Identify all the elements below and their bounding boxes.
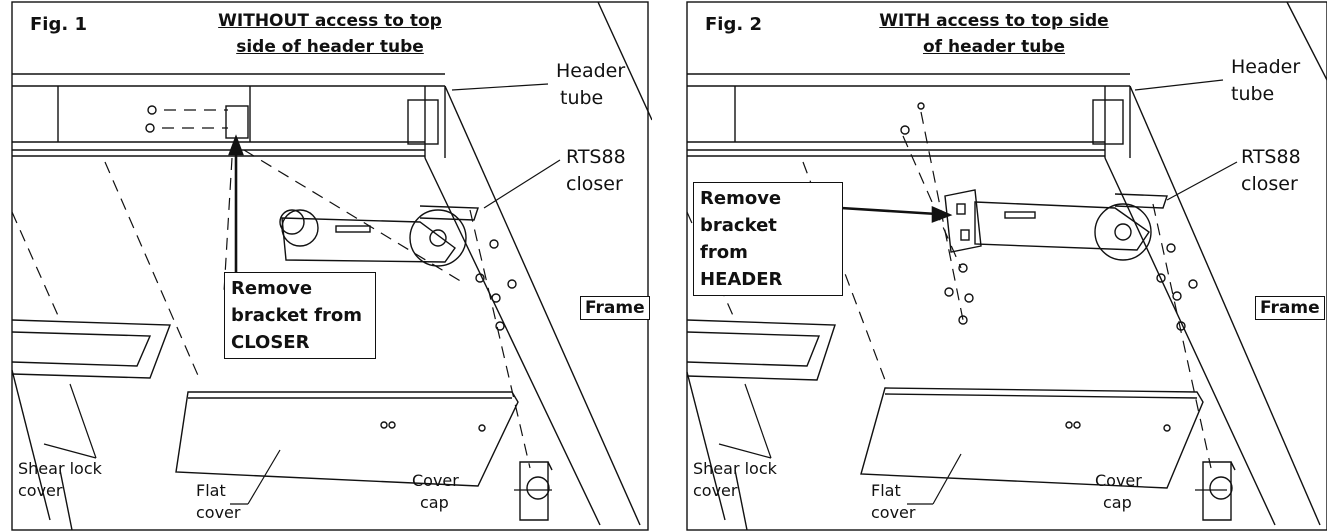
figure-2-title: WITH access to top side of header tube <box>839 8 1149 60</box>
figure-1-cap-line-2: cap <box>420 493 449 512</box>
figure-2-callout-line-1: Remove <box>700 188 782 209</box>
figure-2-closer-line-2: closer <box>1241 173 1298 195</box>
figure-2-shear-line-2: cover <box>693 481 738 500</box>
figure-2-frame-tag: Frame <box>1255 296 1325 320</box>
figure-2-closer-line-1: RTS88 <box>1241 146 1301 168</box>
figure-1-label: Fig. 1 <box>30 14 87 35</box>
figure-1-title-line-2: side of header tube <box>236 37 424 57</box>
figure-2-label: Fig. 2 <box>705 14 762 35</box>
figure-1-shear-line-2: cover <box>18 481 63 500</box>
figure-2-flat-cover-label: Flat cover <box>871 480 915 524</box>
figure-1-closer-line-2: closer <box>566 173 623 195</box>
figure-2-shear-line-1: Shear lock <box>693 459 777 478</box>
figure-2-header-tube-label: Header tube <box>1231 54 1300 108</box>
figure-2-callout: Remove bracket from HEADER <box>693 182 843 296</box>
figure-1-border <box>11 1 649 531</box>
figure-2-flat-line-1: Flat <box>871 481 901 500</box>
figure-1-title-line-1: WITHOUT access to top <box>218 11 442 31</box>
figure-1-closer-line-1: RTS88 <box>566 146 626 168</box>
figure-1-panel: Fig. 1 WITHOUT access to top side of hea… <box>0 0 652 532</box>
figure-2-cap-line-1: Cover <box>1095 471 1142 490</box>
figure-2-callout-line-2: bracket <box>700 215 777 236</box>
figure-2-callout-line-4: HEADER <box>700 269 783 290</box>
figure-2-header-line-2: tube <box>1231 83 1275 105</box>
figure-2-cap-line-2: cap <box>1103 493 1132 512</box>
figure-1-cover-cap-label: Cover cap <box>412 470 459 514</box>
figure-1-frame-tag: Frame <box>580 296 650 320</box>
figure-1-flat-cover-label: Flat cover <box>196 480 240 524</box>
figure-1-header-line-1: Header <box>556 60 626 82</box>
figure-2-flat-line-2: cover <box>871 503 916 522</box>
figure-2-closer-label: RTS88 closer <box>1241 144 1301 198</box>
figure-1-flat-line-1: Flat <box>196 481 226 500</box>
figure-1-callout-line-3: CLOSER <box>231 332 310 353</box>
figure-2-drawing <box>686 1 1327 531</box>
figure-2-panel: Fig. 2 WITH access to top side of header… <box>675 0 1327 532</box>
figure-1-header-line-2: tube <box>560 87 604 109</box>
figure-1-flat-line-2: cover <box>196 503 241 522</box>
figure-1-callout-line-1: Remove <box>231 278 313 299</box>
figure-1-closer-label: RTS88 closer <box>566 144 626 198</box>
figure-2-title-line-2: of header tube <box>922 37 1066 57</box>
figure-1-callout: Remove bracket from CLOSER <box>224 272 376 359</box>
figure-1-title: WITHOUT access to top side of header tub… <box>180 8 480 60</box>
figure-2-callout-line-3: from <box>700 242 748 263</box>
figure-1-shear-line-1: Shear lock <box>18 459 102 478</box>
figure-2-header-line-1: Header <box>1231 56 1301 78</box>
figure-2-shear-lock-label: Shear lock cover <box>693 458 777 502</box>
figure-1-cap-line-1: Cover <box>412 471 459 490</box>
figure-1-header-tube-label: Header tube <box>556 58 625 112</box>
figure-2-title-line-1: WITH access to top side <box>879 11 1109 31</box>
figure-1-shear-lock-label: Shear lock cover <box>18 458 102 502</box>
figure-1-drawing <box>11 1 652 531</box>
figure-1-callout-line-2: bracket from <box>231 305 362 326</box>
figure-2-cover-cap-label: Cover cap <box>1095 470 1142 514</box>
figure-2-border <box>686 1 1327 531</box>
